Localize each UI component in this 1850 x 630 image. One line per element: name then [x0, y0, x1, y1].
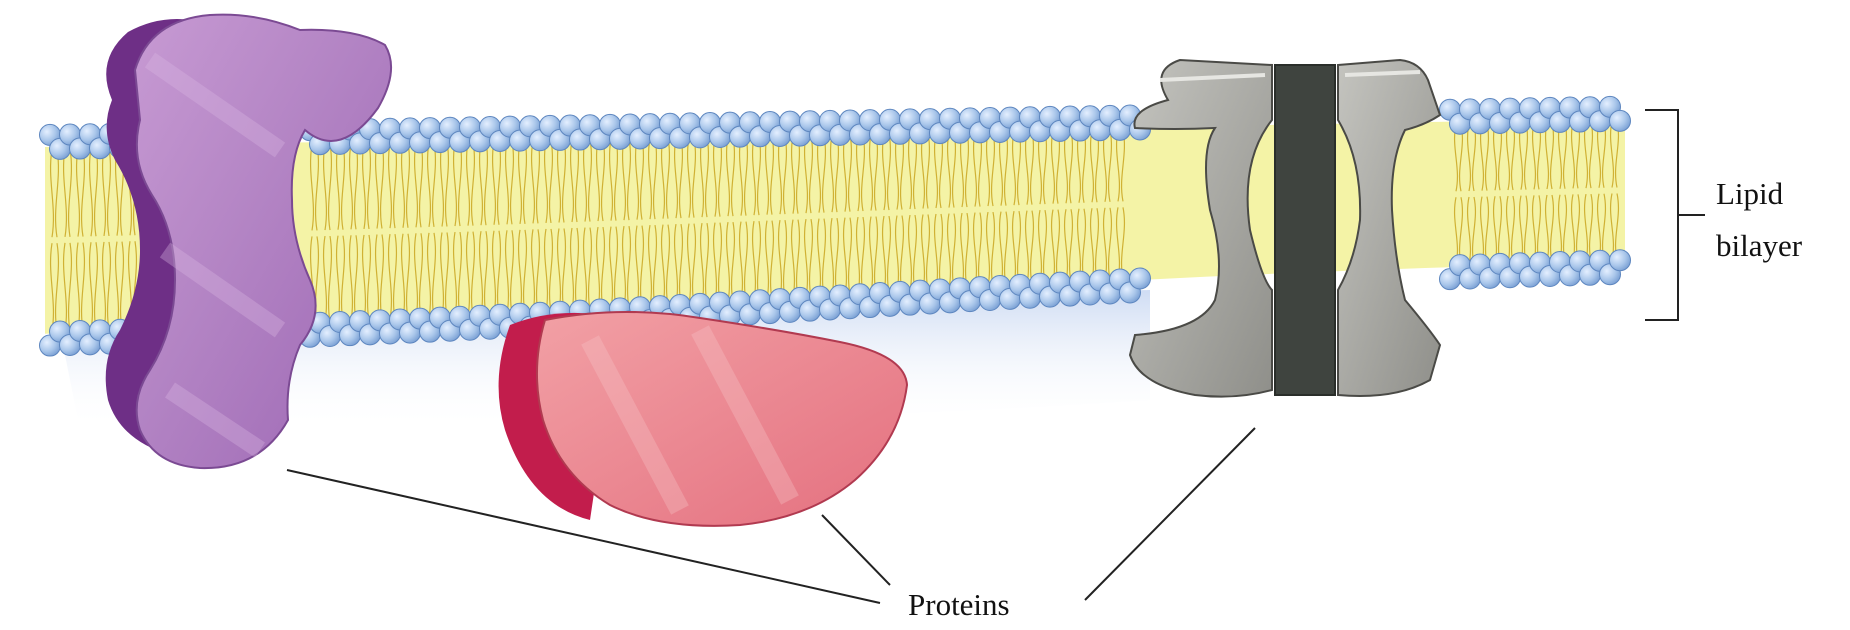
lipid-head-bottom — [1130, 268, 1151, 289]
leader-line-red — [822, 515, 890, 585]
lipid-bilayer-label-line2: bilayer — [1716, 227, 1802, 265]
lipid-bilayer-bracket — [1645, 110, 1705, 320]
red-peripheral-protein — [499, 312, 907, 526]
lipid-bilayer-label-line1: Lipid — [1716, 175, 1783, 213]
lipid-head-bottom — [1610, 250, 1631, 271]
lipid-head-top — [1610, 110, 1631, 131]
leader-line-grey — [1085, 428, 1255, 600]
proteins-label: Proteins — [908, 586, 1010, 624]
